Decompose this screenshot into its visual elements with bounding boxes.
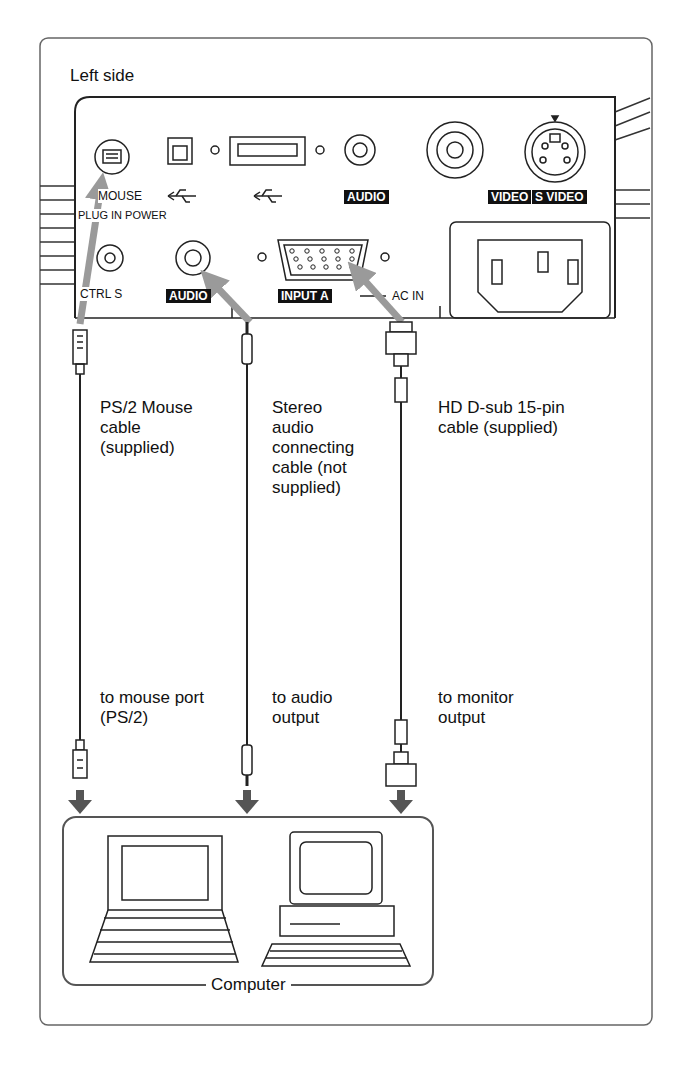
port-name: VIDEO bbox=[488, 190, 531, 204]
video-jack bbox=[427, 122, 483, 178]
port-name: AUDIO bbox=[166, 289, 211, 303]
cable-name: Stereo audio connecting cable (not suppl… bbox=[272, 398, 368, 498]
usb-symbol bbox=[168, 190, 282, 202]
mouse-port bbox=[95, 140, 129, 174]
stereo-audio-cable bbox=[242, 322, 252, 786]
usb-b-port bbox=[168, 138, 219, 164]
side-panel bbox=[75, 97, 615, 318]
vga-port bbox=[258, 240, 389, 280]
s-video-jack bbox=[525, 116, 585, 182]
view-label: Left side bbox=[70, 66, 134, 86]
ac-inlet bbox=[450, 222, 610, 318]
port-name: S VIDEO bbox=[532, 190, 587, 204]
port-name: PLUG IN POWER bbox=[78, 209, 167, 222]
group-box: Computer bbox=[62, 816, 434, 986]
frame bbox=[40, 38, 652, 1025]
ctrl-s-jack bbox=[97, 245, 123, 271]
laptop-computer bbox=[90, 836, 238, 962]
connection-target: to monitor output bbox=[438, 688, 538, 728]
vga-pins bbox=[290, 249, 354, 269]
port-name: CTRL S bbox=[80, 287, 122, 301]
vga-cable bbox=[386, 322, 416, 786]
cooling-fins bbox=[40, 98, 650, 284]
port-name: INPUT A bbox=[278, 289, 332, 303]
desktop-computer bbox=[262, 832, 410, 966]
port-name: MOUSE bbox=[98, 189, 142, 203]
usb-a-port bbox=[230, 137, 324, 165]
port-name: AUDIO bbox=[344, 190, 389, 204]
audio-jack bbox=[345, 135, 375, 165]
connection-target: to audio output bbox=[272, 688, 372, 728]
direction-arrow bbox=[68, 790, 413, 814]
connection-target: to mouse port (PS/2) bbox=[100, 688, 210, 728]
cable-name: PS/2 Mouse cable (supplied) bbox=[100, 398, 196, 458]
group-title: Computer bbox=[206, 975, 291, 995]
port-name: AC IN bbox=[392, 289, 424, 303]
cable-name: HD D-sub 15-pin cable (supplied) bbox=[438, 398, 598, 438]
mouse-cable bbox=[73, 330, 87, 778]
connection-arrow bbox=[80, 186, 402, 324]
audio-input-jack bbox=[176, 241, 210, 275]
